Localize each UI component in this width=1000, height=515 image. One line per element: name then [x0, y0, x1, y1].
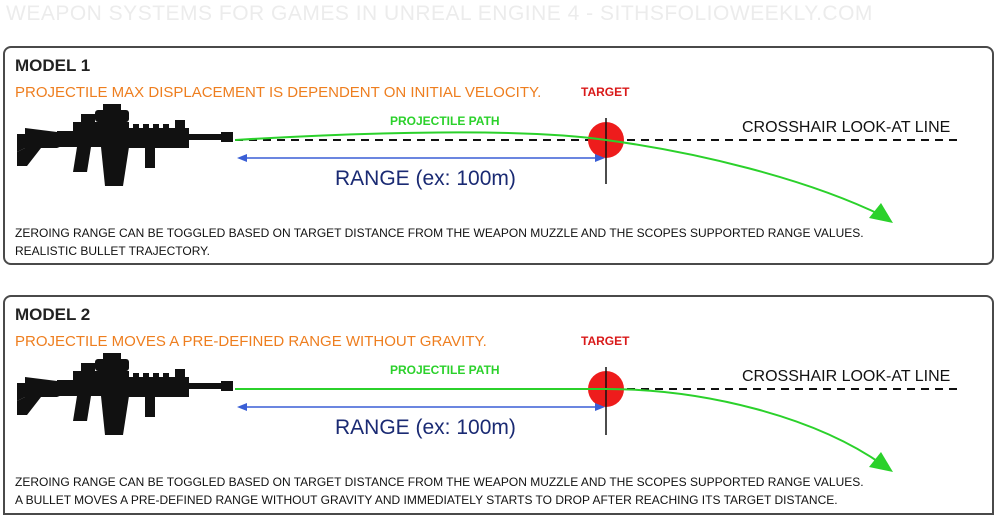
- projectile-path-label: PROJECTILE PATH: [390, 363, 500, 377]
- model-1-diagram: TARGET PROJECTILE PATH CROSSHAIR LOOK-AT…: [17, 85, 960, 223]
- model-subtitle: PROJECTILE MAX DISPLACEMENT IS DEPENDENT…: [15, 84, 542, 101]
- model-description: ZEROING RANGE CAN BE TOGGLED BASED ON TA…: [15, 224, 975, 260]
- crosshair-line-label: CROSSHAIR LOOK-AT LINE: [742, 119, 950, 136]
- page-header: WEAPON SYSTEMS FOR GAMES IN UNREAL ENGIN…: [6, 2, 873, 25]
- range-label: RANGE (ex: 100m): [335, 167, 516, 190]
- target-label: TARGET: [581, 334, 630, 348]
- model-2-panel: MODEL 2 PROJECTILE MOVES A PRE-DEFINED R…: [3, 295, 994, 515]
- model-1-panel: MODEL 1 PROJECTILE MAX DISPLACEMENT IS D…: [3, 46, 994, 265]
- description-line: ZEROING RANGE CAN BE TOGGLED BASED ON TA…: [15, 475, 864, 489]
- rifle-icon: [17, 353, 233, 435]
- projectile-path-label: PROJECTILE PATH: [390, 114, 500, 128]
- model-description: ZEROING RANGE CAN BE TOGGLED BASED ON TA…: [15, 473, 975, 509]
- target-label: TARGET: [581, 85, 630, 99]
- description-line: REALISTIC BULLET TRAJECTORY.: [15, 244, 210, 258]
- model-2-diagram: TARGET PROJECTILE PATH CROSSHAIR LOOK-AT…: [17, 334, 960, 472]
- range-label: RANGE (ex: 100m): [335, 416, 516, 439]
- arrowhead-icon: [869, 203, 893, 223]
- arrowhead-icon: [869, 452, 893, 472]
- description-line: A BULLET MOVES A PRE-DEFINED RANGE WITHO…: [15, 493, 838, 507]
- crosshair-line-label: CROSSHAIR LOOK-AT LINE: [742, 368, 950, 385]
- model-title: MODEL 1: [15, 56, 91, 75]
- description-line: ZEROING RANGE CAN BE TOGGLED BASED ON TA…: [15, 226, 864, 240]
- rifle-icon: [17, 104, 233, 186]
- model-subtitle: PROJECTILE MOVES A PRE-DEFINED RANGE WIT…: [15, 333, 487, 350]
- model-title: MODEL 2: [15, 305, 91, 324]
